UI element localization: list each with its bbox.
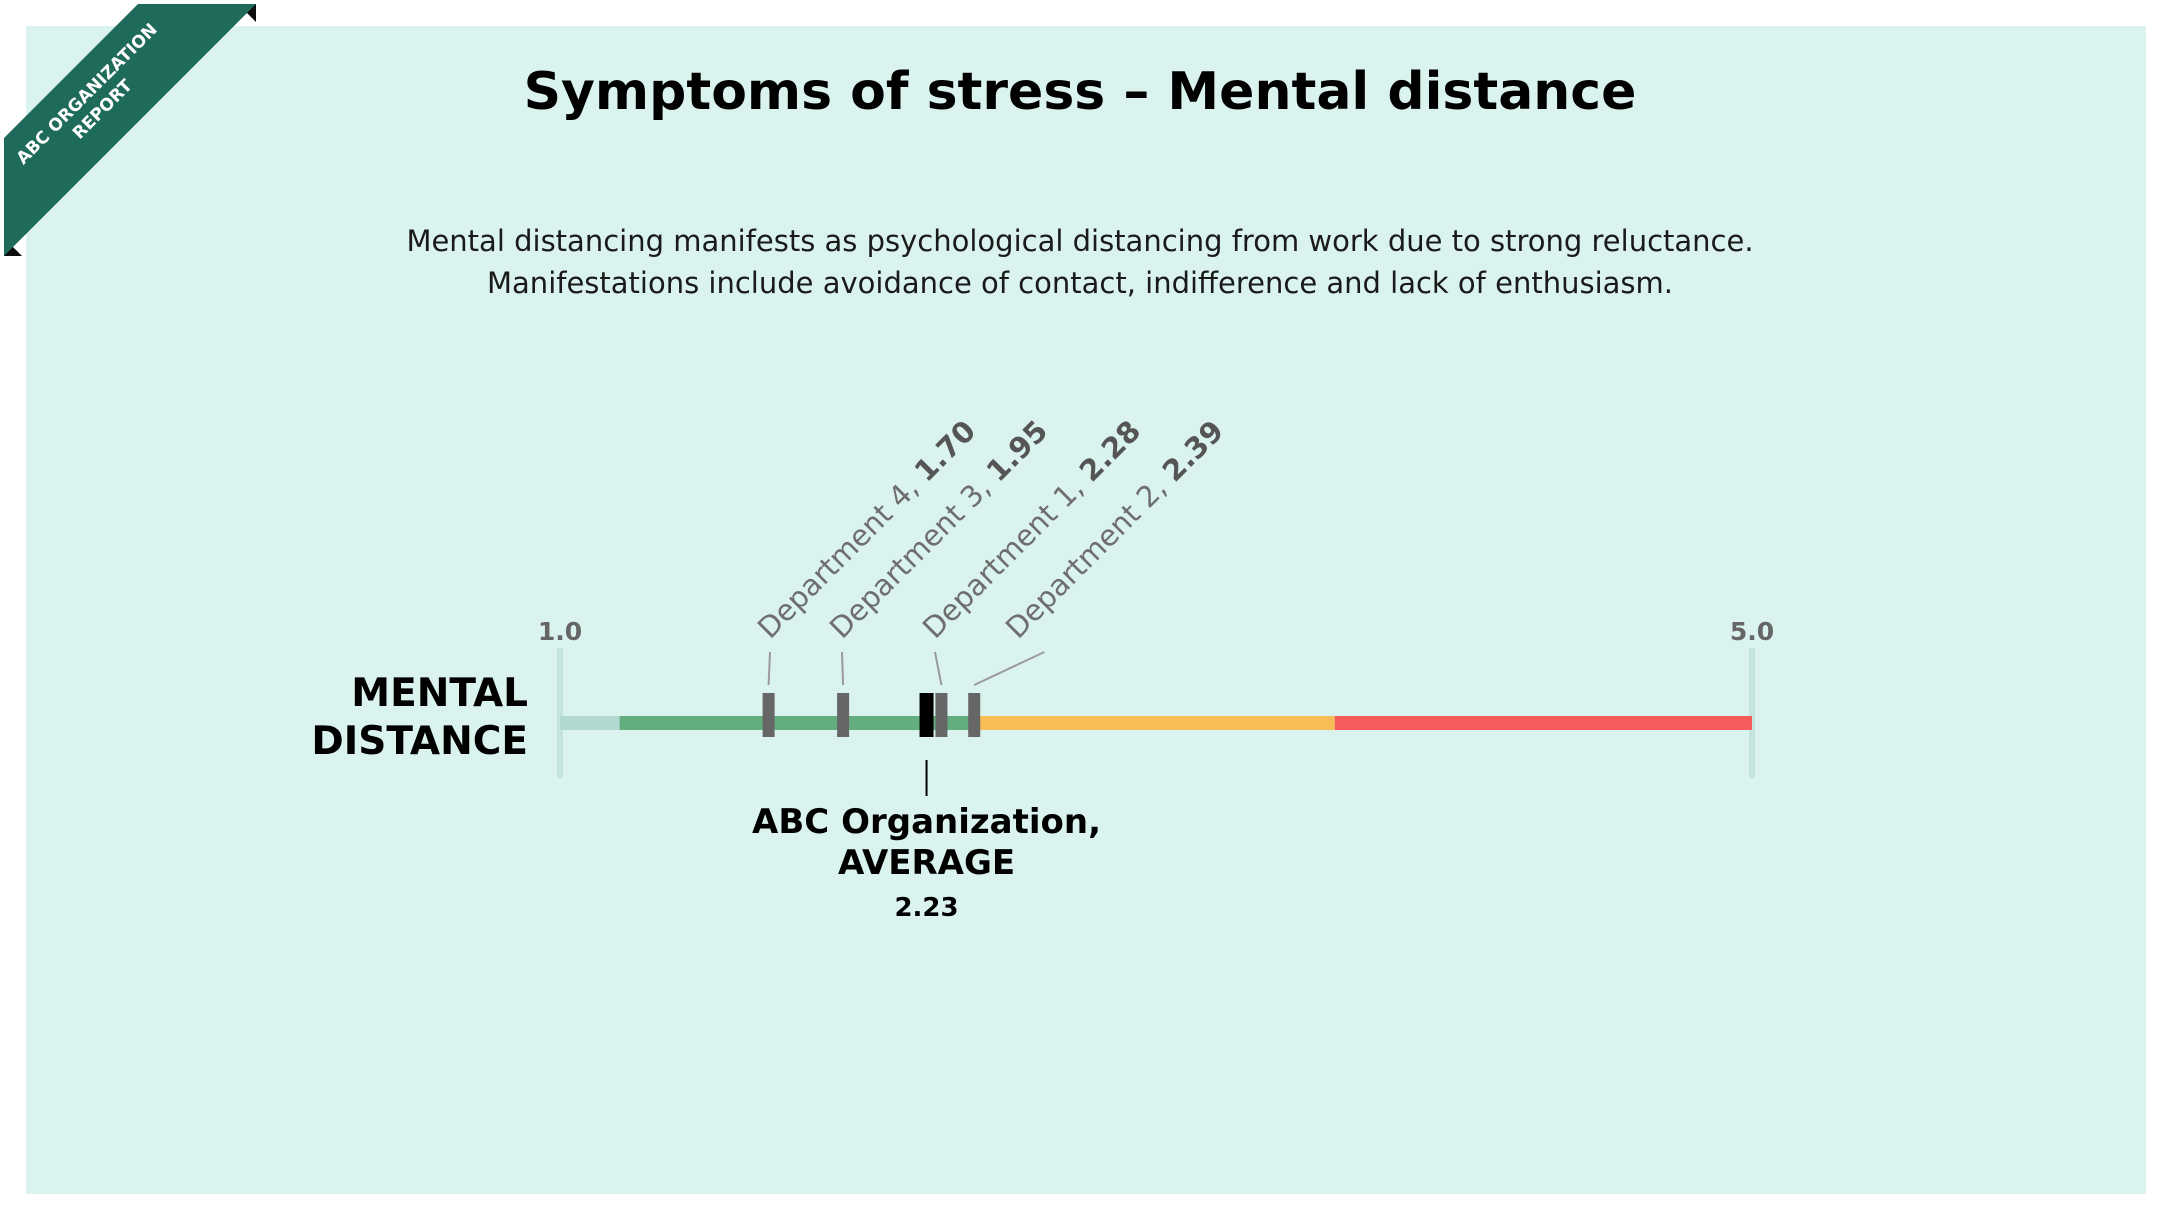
page-title: Symptoms of stress – Mental distance bbox=[523, 62, 1637, 122]
scale-band-2 bbox=[619, 716, 978, 730]
row-label: MENTAL DISTANCE bbox=[250, 670, 528, 766]
content-panel bbox=[26, 26, 2146, 1194]
description-line-2: Manifestations include avoidance of cont… bbox=[487, 266, 1673, 300]
average-name-line-1: ABC Organization, bbox=[752, 802, 1101, 842]
average-marker-group bbox=[919, 693, 934, 796]
marker-department-2 bbox=[968, 693, 981, 737]
marker-department-3 bbox=[837, 693, 850, 737]
leader-line-department-3 bbox=[841, 651, 845, 686]
average-label: ABC Organization, AVERAGE 2.23 bbox=[697, 802, 1157, 928]
axis-ticks bbox=[557, 648, 1755, 778]
average-name-line-2: AVERAGE bbox=[837, 843, 1016, 883]
axis-min-tick bbox=[557, 648, 563, 778]
axis-min-label: 1.0 bbox=[538, 617, 582, 646]
row-label-line-1: MENTAL bbox=[351, 671, 528, 716]
description-line-1: Mental distancing manifests as psycholog… bbox=[406, 224, 1754, 258]
average-value: 2.23 bbox=[894, 893, 959, 923]
leader-line-department-2 bbox=[973, 651, 1045, 686]
department-markers bbox=[762, 693, 981, 737]
axis-max-tick bbox=[1749, 648, 1755, 778]
leader-line-department-4 bbox=[767, 651, 771, 686]
row-label-line-2: DISTANCE bbox=[311, 719, 528, 764]
scale-band-4 bbox=[1334, 716, 1752, 730]
average-marker bbox=[919, 693, 934, 737]
marker-leader-lines bbox=[767, 651, 1045, 686]
axis-end-labels: 1.0 5.0 bbox=[538, 617, 1774, 646]
marker-department-1 bbox=[935, 693, 948, 737]
corner-ribbon-graphic: ABC ORGANIZATION REPORT bbox=[4, 4, 256, 256]
scale-band-1 bbox=[560, 716, 620, 730]
scale-bands bbox=[560, 716, 1752, 730]
ribbon-band bbox=[4, 4, 256, 256]
axis-max-label: 5.0 bbox=[1730, 617, 1774, 646]
marker-department-4 bbox=[762, 693, 775, 737]
leader-line-department-1 bbox=[934, 651, 943, 686]
description: Mental distancing manifests as psycholog… bbox=[0, 220, 2160, 304]
scale-band-3 bbox=[977, 716, 1335, 730]
corner-ribbon: ABC ORGANIZATION REPORT bbox=[0, 0, 260, 260]
